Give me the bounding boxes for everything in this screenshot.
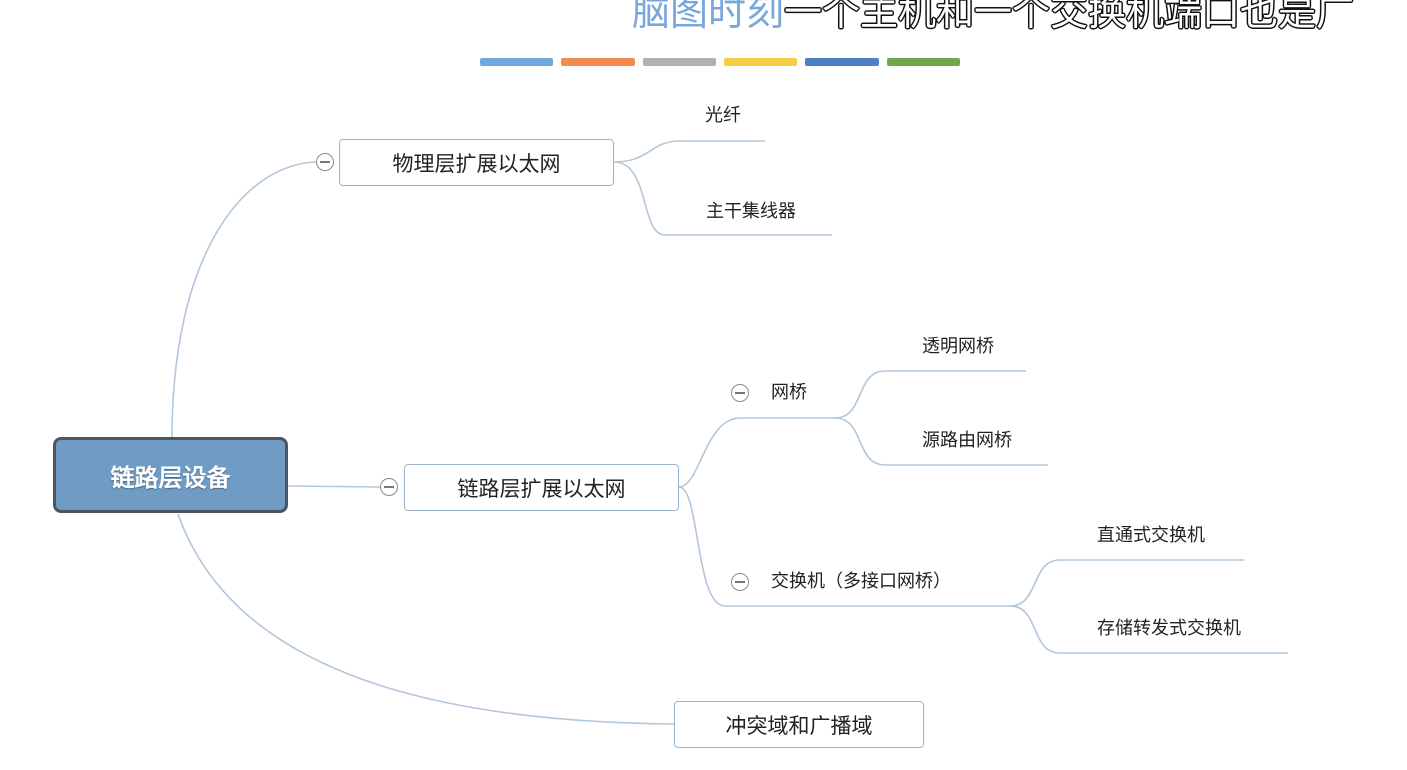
color-bar-1 <box>480 58 554 66</box>
leaf-store-forward-switch[interactable]: 存储转发式交换机 <box>1097 618 1241 639</box>
header-title: 脑图时刻一个主机和一个交换机端口也是广 <box>632 0 1407 38</box>
color-strip <box>480 58 960 66</box>
leaf-cut-through-switch[interactable]: 直通式交换机 <box>1097 525 1205 546</box>
node-switch[interactable]: 交换机（多接口网桥） <box>771 571 951 592</box>
link-datalink-switch <box>678 486 1010 607</box>
collapse-toggle-switch[interactable] <box>731 573 749 591</box>
leaf-fiber[interactable]: 光纤 <box>705 105 741 126</box>
collapse-toggle-datalink[interactable] <box>380 478 398 496</box>
link-physical-fiber <box>613 140 765 163</box>
color-bar-5 <box>805 58 879 66</box>
color-bar-6 <box>886 58 960 66</box>
leaf-transparent-bridge[interactable]: 透明网桥 <box>922 336 994 357</box>
link-root-physical <box>171 161 317 439</box>
link-root-domains <box>177 513 675 725</box>
node-physical-layer-ethernet[interactable]: 物理层扩展以太网 <box>339 139 614 186</box>
link-physical-hub <box>613 161 832 236</box>
root-node-link-layer-devices[interactable]: 链路层设备 <box>53 437 288 513</box>
header-title-blue: 脑图时刻 <box>632 0 785 34</box>
link-root-datalink <box>287 485 381 488</box>
leaf-source-route-bridge[interactable]: 源路由网桥 <box>922 430 1012 451</box>
leaf-backbone-hub[interactable]: 主干集线器 <box>706 201 796 222</box>
link-switch-cutthrough <box>1009 559 1244 607</box>
color-bar-4 <box>723 58 798 66</box>
collapse-toggle-bridge[interactable] <box>731 384 749 402</box>
collapse-toggle-physical[interactable] <box>316 153 334 171</box>
color-bar-2 <box>561 58 635 66</box>
link-bridge-transparent <box>834 370 1026 419</box>
node-datalink-layer-ethernet[interactable]: 链路层扩展以太网 <box>404 464 679 511</box>
link-switch-storeforward <box>1009 605 1288 654</box>
link-datalink-bridge <box>678 417 835 488</box>
header-caption: 一个主机和一个交换机端口也是广 <box>784 0 1355 34</box>
node-bridge[interactable]: 网桥 <box>771 382 807 403</box>
node-collision-broadcast-domains[interactable]: 冲突域和广播域 <box>674 701 924 748</box>
color-bar-3 <box>642 58 716 66</box>
link-bridge-sourceroute <box>834 417 1048 466</box>
